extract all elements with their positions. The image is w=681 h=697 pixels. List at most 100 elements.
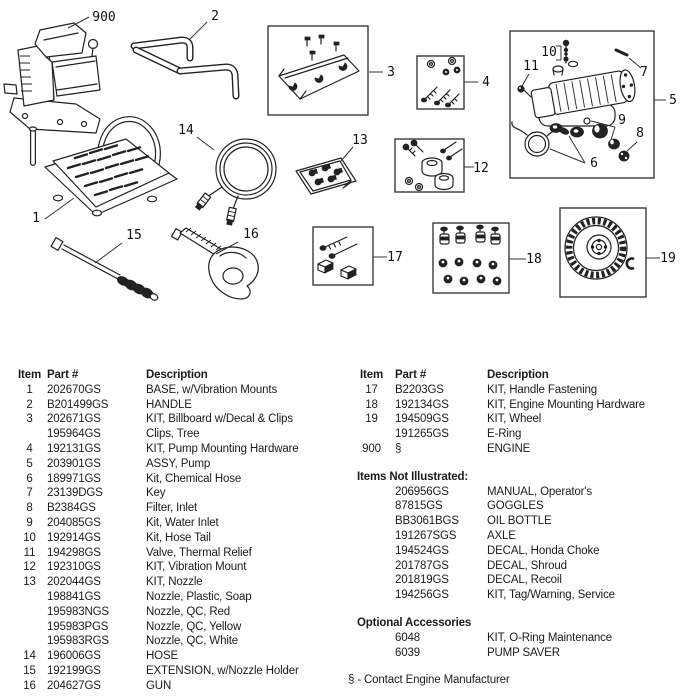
callout-leader-1 [44,197,75,220]
table-row: 6048 KIT, O-Ring Maintenance [348,631,680,646]
table-row: 18 192134GS KIT, Engine Mounting Hardware [348,398,680,413]
pump-assembly-illustration [509,30,655,179]
cell-part: B2203GS [395,383,444,396]
cell-item: 11 [23,546,36,559]
callout-label-900: 900 [92,10,115,25]
cell-desc: Nozzle, Plastic, Soap [146,590,252,603]
callout-leader-6 [568,135,586,164]
cell-part: 6039 [395,646,420,659]
callout-label-19: 19 [660,251,676,266]
cell-part: 194524GS [395,544,449,557]
cell-item: 18 [365,398,378,411]
cell-item: 13 [23,576,36,589]
cell-desc: OIL BOTTLE [487,515,552,528]
cell-part: 192134GS [395,398,449,411]
col-header-part: Part # [47,369,79,381]
callout-leader-9 [590,120,616,128]
cell-desc: Kit, Water Inlet [146,516,219,529]
cell-desc: KIT, O-Ring Maintenance [487,631,613,644]
cell-part: 23139DGS [47,487,103,500]
cell-item: 16 [23,679,36,692]
cell-part: 202671GS [47,413,101,426]
callout-label-11: 11 [523,59,539,74]
cell-desc: Filter, Inlet [146,502,198,515]
cell-part: 189971GS [47,472,101,485]
cell-desc: KIT, Nozzle [146,576,203,589]
hose-illustration [194,138,277,226]
section-title-optional-accessories: Optional Accessories [357,616,472,629]
table-row: 198841GS Nozzle, Plastic, Soap [12,590,346,605]
cell-desc: Nozzle, QC, Yellow [146,620,242,633]
cell-item [348,529,395,544]
callout-label-4: 4 [482,75,490,90]
cell-item [348,588,395,603]
cell-desc: GOGGLES [487,500,544,513]
col-header-item: Item [17,369,42,381]
cell-item: 17 [365,383,378,396]
cell-part: 198841GS [47,590,101,603]
cell-item [348,485,395,500]
callout-label-7: 7 [640,65,648,80]
callout-leader-8 [626,141,638,152]
cell-item: 5 [26,457,33,470]
cell-part: 192131GS [47,442,101,455]
callout-leader-15 [94,242,123,264]
col-header-description: Description [146,369,208,381]
col-header-part: Part # [395,369,427,381]
cell-part: 202670GS [47,383,101,396]
cell-part: 192914GS [47,531,101,544]
cell-desc: GUN [146,679,172,692]
cell-desc: KIT, Vibration Mount [146,561,247,574]
table-header-row: Item Part # Description [12,368,346,383]
cell-part: 87815GS [395,500,443,513]
cell-part: 195983RGS [47,635,109,648]
cell-part: 204085GS [47,516,101,529]
extension-wand-illustration [50,237,159,301]
nozzle-packet-illustration [295,157,357,195]
callout-leader-6 [549,148,586,164]
cell-item [12,427,47,442]
cell-desc: KIT, Engine Mounting Hardware [487,398,646,411]
callout-label-12: 12 [473,161,489,176]
cell-desc: HOSE [146,650,178,663]
cell-item: 8 [26,502,33,515]
cell-desc: AXLE [487,529,516,542]
cell-item: 12 [23,561,36,574]
table-row: 14 196006GS HOSE [12,649,346,664]
engine-footnote: § - Contact Engine Manufacturer [348,674,510,687]
table-row: 900§ENGINE [348,442,680,457]
cell-part: 196006GS [47,650,101,663]
callout-label-14: 14 [178,123,194,138]
cell-part: 194256GS [395,589,449,602]
callout-label-18: 18 [526,252,542,267]
callout-label-15: 15 [126,228,142,243]
cell-item [348,499,395,514]
cell-item [348,646,395,661]
callout-label-1: 1 [32,211,40,226]
cell-item [348,573,395,588]
cell-item [12,590,47,605]
cell-desc: PUMP SAVER [487,646,560,659]
wheel-kit-illustration [559,207,647,298]
callout-leader-9 [610,126,616,141]
base-illustration [28,116,178,217]
cell-part: 6048 [395,631,420,644]
cell-item: 14 [23,650,36,663]
col-header-item: Item [359,369,384,381]
cell-desc: KIT, Handle Fastening [487,383,597,396]
cell-desc: ENGINE [487,442,531,455]
callout-label-9: 9 [618,113,626,128]
